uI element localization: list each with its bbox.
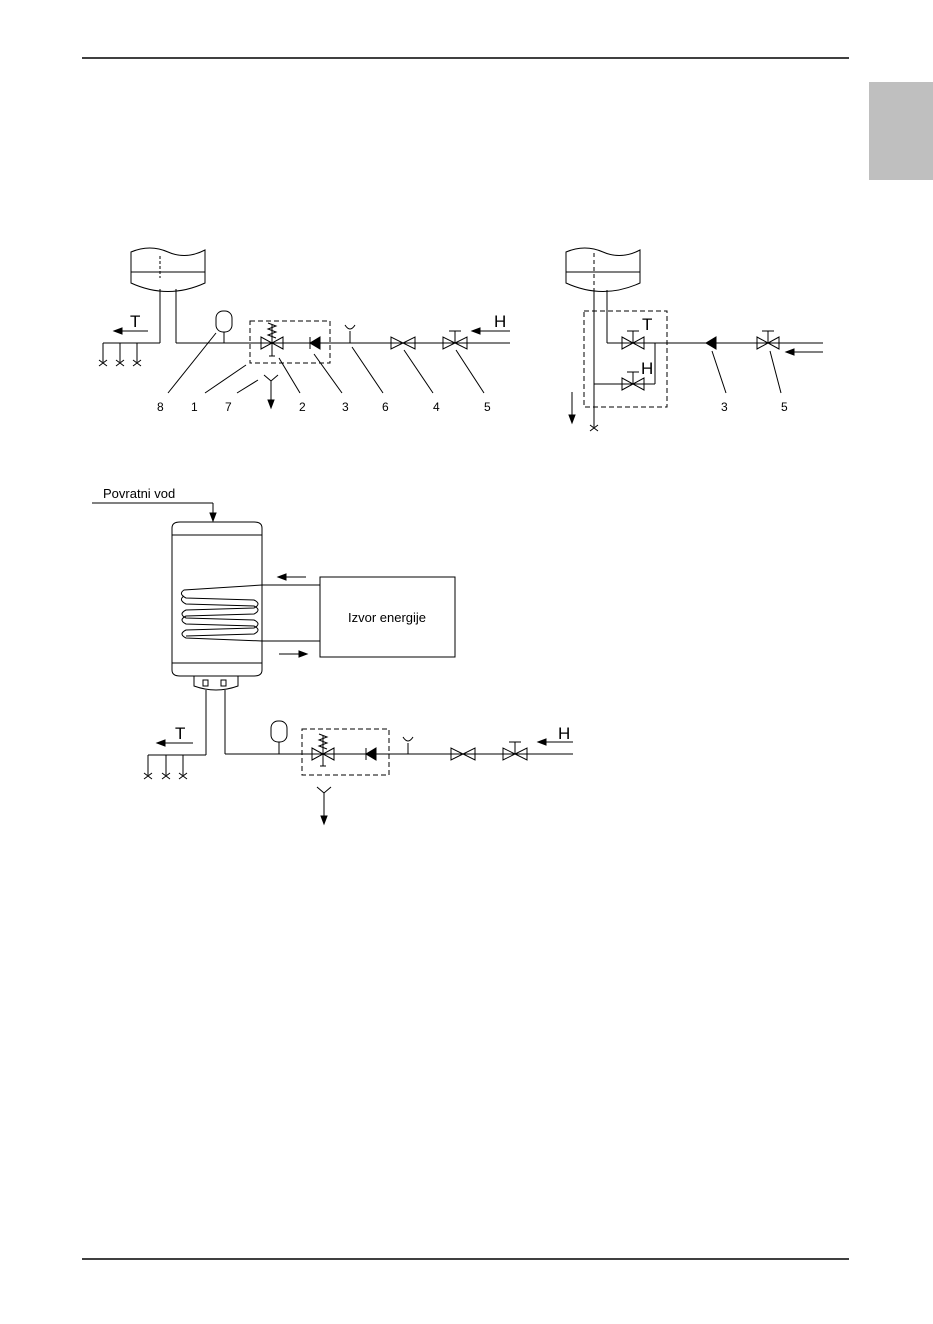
expansion-vessel-bottom: [271, 721, 287, 742]
cold-water-label-bottom: H: [558, 724, 570, 743]
heating-coil: [181, 585, 262, 641]
return-line-label: Povratni vod: [103, 486, 175, 501]
callout-5-right: 5: [781, 400, 788, 414]
callout-7: 7: [225, 400, 232, 414]
expansion-vessel: [216, 311, 232, 332]
cold-water-label-right: H: [641, 359, 653, 378]
hot-water-label: T: [130, 312, 140, 331]
hot-water-label-right: T: [642, 315, 652, 334]
hot-water-label-bottom: T: [175, 724, 185, 743]
energy-source-label: Izvor energije: [348, 610, 426, 625]
side-tab: [869, 82, 933, 180]
callout-5: 5: [484, 400, 491, 414]
cold-water-label: H: [494, 312, 506, 331]
callout-3: 3: [342, 400, 349, 414]
boiler-tank-right: [566, 248, 640, 292]
diagram-top-right: T H 3 5: [566, 248, 823, 431]
callout-8: 8: [157, 400, 164, 414]
diagram-bottom: Povratni vod Izvor energije T: [92, 486, 573, 824]
boiler-tank: [131, 248, 205, 292]
callout-3-right: 3: [721, 400, 728, 414]
callout-2: 2: [299, 400, 306, 414]
callout-1: 1: [191, 400, 198, 414]
callout-4: 4: [433, 400, 440, 414]
callout-6: 6: [382, 400, 389, 414]
diagram-top-left: T H: [99, 248, 510, 414]
